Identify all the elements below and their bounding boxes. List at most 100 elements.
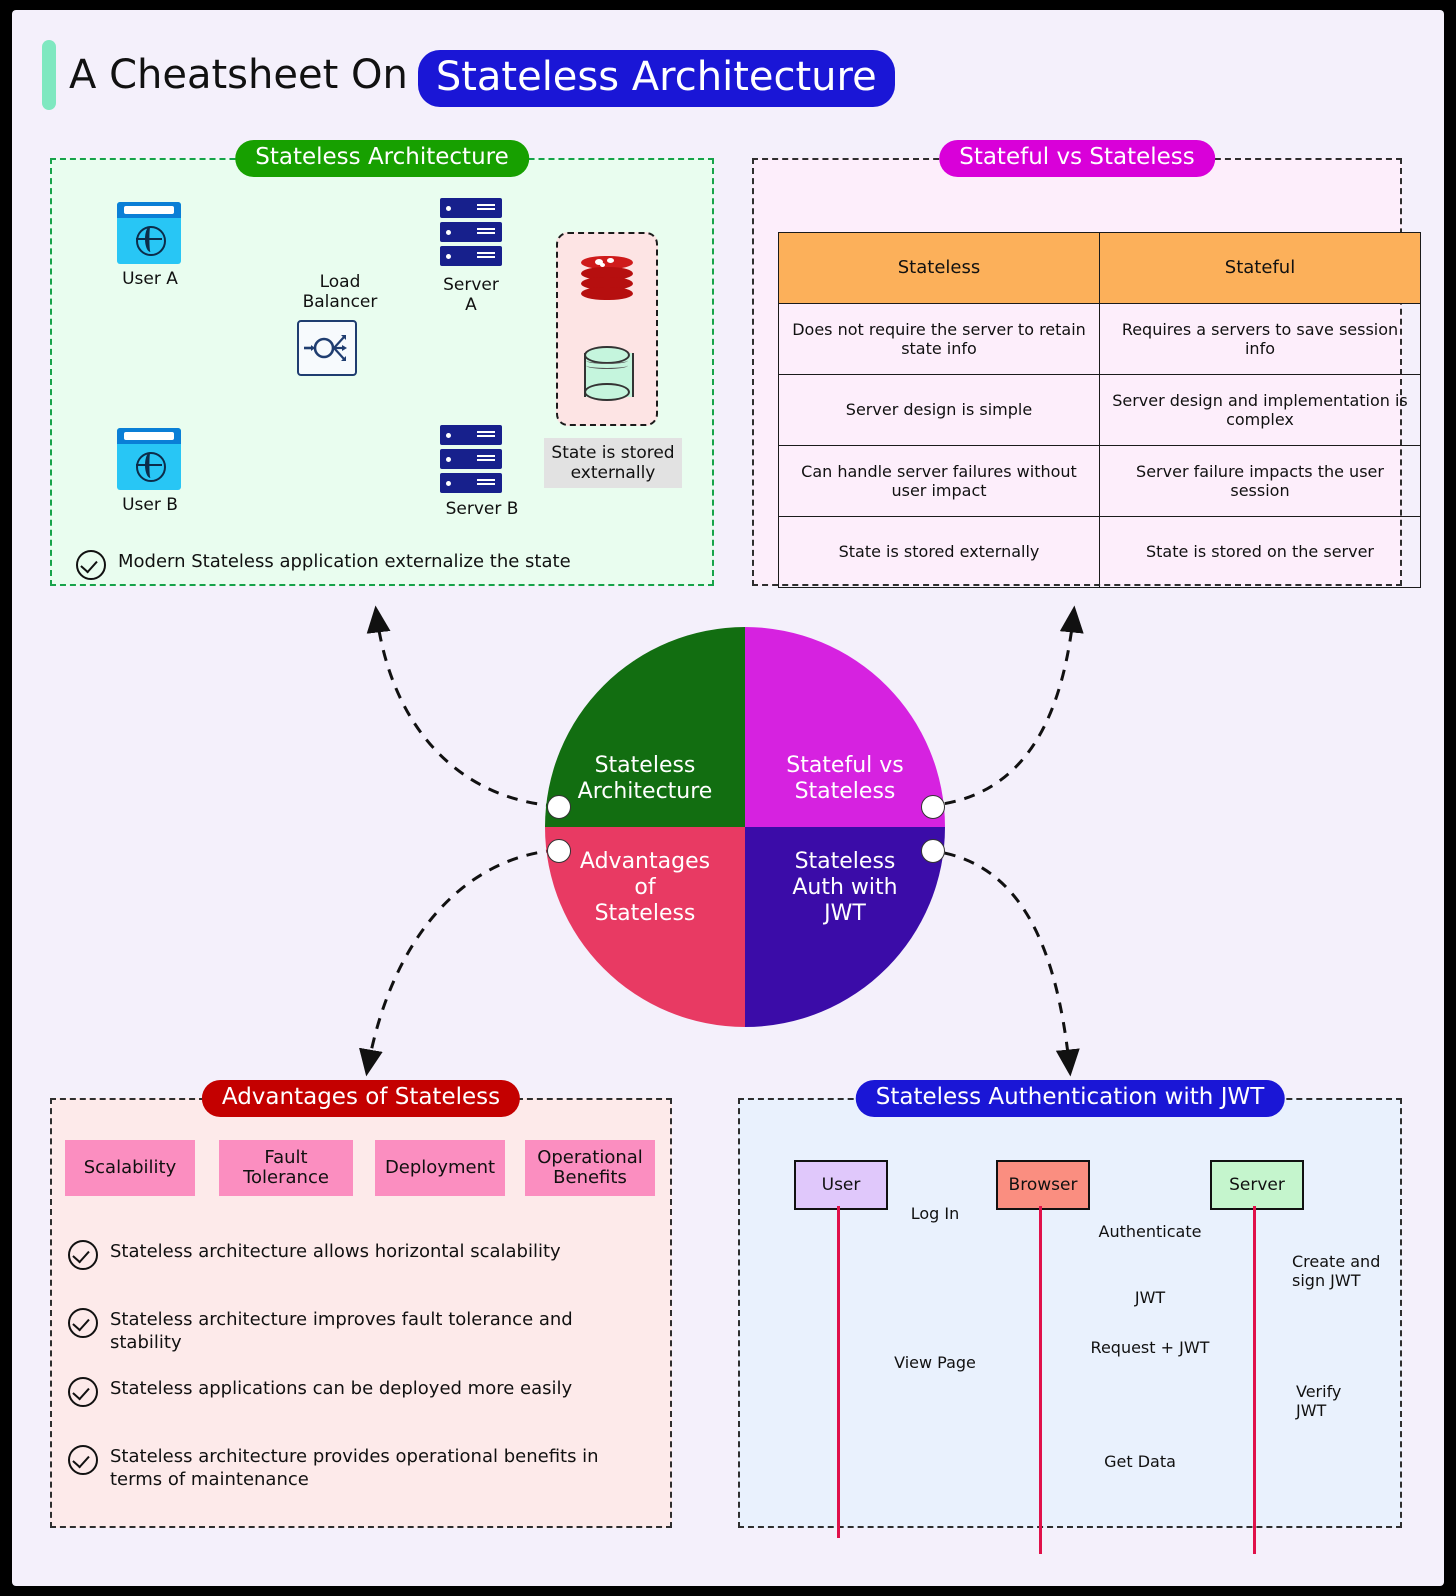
cell: Does not require the server to retain st… — [778, 303, 1100, 375]
browser-titlebar — [117, 202, 181, 218]
server-b-icon — [440, 425, 502, 495]
db-bottom — [584, 383, 630, 401]
seq-label-line1: Create and — [1292, 1252, 1381, 1271]
panel-title-jwt: Stateless Authentication with JWT — [855, 1080, 1285, 1117]
advantage-text: Stateless applications can be deployed m… — [110, 1378, 573, 1399]
hub-quadrant-jwt[interactable]: Stateless Auth with JWT — [745, 827, 945, 1027]
seq-label-getdata: Get Data — [1104, 1452, 1176, 1471]
server-a-icon — [440, 198, 502, 268]
check-icon — [68, 1377, 98, 1407]
page-title-prefix: A Cheatsheet On — [69, 52, 408, 98]
tag-operational-benefits: Operational Benefits — [525, 1140, 655, 1196]
seq-label-line2: JWT — [1296, 1401, 1327, 1421]
panel-stateful-vs-stateless: Stateful vs Stateless Stateless Stateful… — [752, 140, 1421, 588]
hub-connector-dot-tr — [921, 795, 945, 819]
browser-urlbar — [124, 206, 174, 214]
check-icon — [76, 550, 106, 580]
server-unit — [440, 449, 502, 469]
hub-quadrant-architecture[interactable]: Stateless Architecture — [545, 627, 745, 827]
redis-layer — [581, 256, 633, 269]
redis-icon — [581, 256, 633, 302]
hub-quadrant-advantages[interactable]: Advantages of Stateless — [545, 827, 745, 1027]
advantage-text: Stateless architecture improves fault to… — [110, 1309, 573, 1354]
server-unit — [440, 222, 502, 242]
accent-bar — [42, 40, 56, 110]
hub-label-line3: JWT — [824, 900, 866, 926]
label-server-b: Server B — [445, 499, 519, 519]
cell: Server failure impacts the user session — [1099, 445, 1421, 517]
actor-browser: Browser — [996, 1160, 1090, 1210]
server-unit — [440, 425, 502, 445]
check-icon — [68, 1240, 98, 1270]
tag-scalability: Scalability — [65, 1140, 195, 1196]
seq-label-authenticate: Authenticate — [1098, 1222, 1202, 1241]
architecture-footnote-text: Modern Stateless application externalize… — [118, 551, 571, 572]
seq-label-request-jwt: Request + JWT — [1090, 1338, 1210, 1357]
seq-label-line1: Verify — [1296, 1382, 1342, 1401]
hub-label-line3: Stateless — [594, 900, 696, 926]
hub-label-line2: Architecture — [577, 779, 713, 805]
server-unit — [440, 198, 502, 218]
check-icon — [68, 1445, 98, 1475]
table-row: Server design is simple Server design an… — [778, 374, 1421, 446]
hub-label-line2: Stateless — [794, 779, 896, 805]
tag-label-line2: Tolerance — [243, 1167, 329, 1188]
load-balancer-glyph — [304, 335, 347, 361]
comparison-table: Stateless Stateful Does not require the … — [778, 232, 1421, 588]
actor-server: Server — [1210, 1160, 1304, 1210]
topic-hub: Stateless Architecture Stateful vs State… — [545, 627, 945, 1027]
label-load-balancer-line1: Load — [319, 272, 361, 292]
cell: Can handle server failures without user … — [778, 445, 1100, 517]
tag-fault-tolerance: Fault Tolerance — [219, 1140, 353, 1196]
redis-dots — [595, 258, 619, 267]
table-row: Can handle server failures without user … — [778, 445, 1421, 517]
label-server-a-line2: A — [465, 295, 477, 315]
label-user-b: User B — [122, 495, 178, 515]
table-row: State is stored externally State is stor… — [778, 516, 1421, 588]
external-state-store — [556, 232, 658, 426]
advantage-item: Stateless applications can be deployed m… — [68, 1377, 648, 1407]
hub-quadrant-comparison[interactable]: Stateful vs Stateless — [745, 627, 945, 827]
redis-layer — [581, 277, 633, 290]
panel-stateless-architecture: Stateless Architecture User A User B Loa… — [50, 140, 714, 586]
architecture-footnote: Modern Stateless application externalize… — [76, 550, 656, 580]
hub-connector-dot-bl — [547, 839, 571, 863]
redis-layer — [581, 287, 633, 300]
hub-connector-dot-br — [921, 839, 945, 863]
actor-label: User — [821, 1175, 861, 1195]
advantage-item: Stateless architecture allows horizontal… — [68, 1240, 648, 1270]
seq-label-viewpage: View Page — [894, 1353, 976, 1372]
actor-user: User — [794, 1160, 888, 1210]
state-note-line2: externally — [570, 463, 656, 484]
hub-label-line2: Auth with — [792, 874, 898, 900]
hub-connector-dot-tl — [547, 795, 571, 819]
state-note-line1: State is stored — [551, 443, 675, 463]
advantage-text: Stateless architecture allows horizontal… — [110, 1241, 561, 1262]
server-unit — [440, 473, 502, 493]
browser-titlebar — [117, 428, 181, 444]
user-a-browser-icon — [117, 202, 181, 264]
database-icon — [584, 346, 634, 404]
cell: Server design and implementation is comp… — [1099, 374, 1421, 446]
cell: State is stored externally — [778, 516, 1100, 588]
lifeline-browser — [1039, 1206, 1042, 1554]
table-row: Does not require the server to retain st… — [778, 303, 1421, 375]
page-title-highlight: Stateless Architecture — [417, 50, 895, 107]
actor-label: Server — [1229, 1175, 1285, 1195]
cell: Requires a servers to save session info — [1099, 303, 1421, 375]
redis-layer — [581, 267, 633, 280]
hub-label-line1: Stateless — [594, 753, 696, 779]
advantage-text: Stateless architecture provides operatio… — [110, 1446, 599, 1491]
seq-label-verify-jwt: Verify JWT — [1296, 1382, 1386, 1420]
hub-label-line1: Stateful vs — [786, 753, 904, 779]
seq-label-jwt: JWT — [1134, 1288, 1166, 1307]
actor-label: Browser — [1008, 1175, 1078, 1195]
tag-label-line2: Benefits — [553, 1167, 627, 1188]
seq-label-line2: sign JWT — [1292, 1271, 1361, 1291]
seq-label-login: Log In — [910, 1204, 960, 1223]
table-header-row: Stateless Stateful — [778, 232, 1421, 304]
load-balancer-icon — [297, 320, 357, 376]
